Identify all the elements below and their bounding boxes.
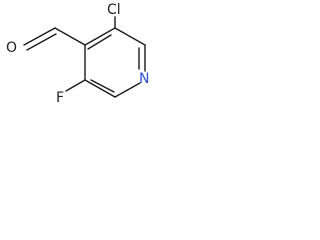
bond-c4-cho [54, 27, 86, 46]
atom-label-nitrogen: N [139, 71, 149, 87]
bond-c6-n [114, 82, 141, 98]
bond-c2-c3 [114, 27, 146, 46]
structure-diagram: Cl O F N [0, 0, 162, 145]
bond-c3-c4-inner [87, 34, 112, 50]
molecule-drawing: Cl O F N [6, 2, 149, 106]
bond-c5-c6 [84, 79, 116, 98]
substituent-bonds [23, 16, 116, 92]
bond-c3-c4 [84, 27, 116, 46]
ring-bonds [84, 27, 146, 98]
atom-label-chlorine: Cl [107, 2, 121, 18]
atom-label-fluorine: F [56, 90, 64, 106]
bond-c5-f [65, 79, 86, 92]
atom-label-oxygen: O [6, 40, 17, 56]
bond-c-o-inner [26, 33, 57, 51]
bond-c-o-outer [23, 27, 56, 46]
bond-c5-c6-inner [90, 79, 115, 93]
